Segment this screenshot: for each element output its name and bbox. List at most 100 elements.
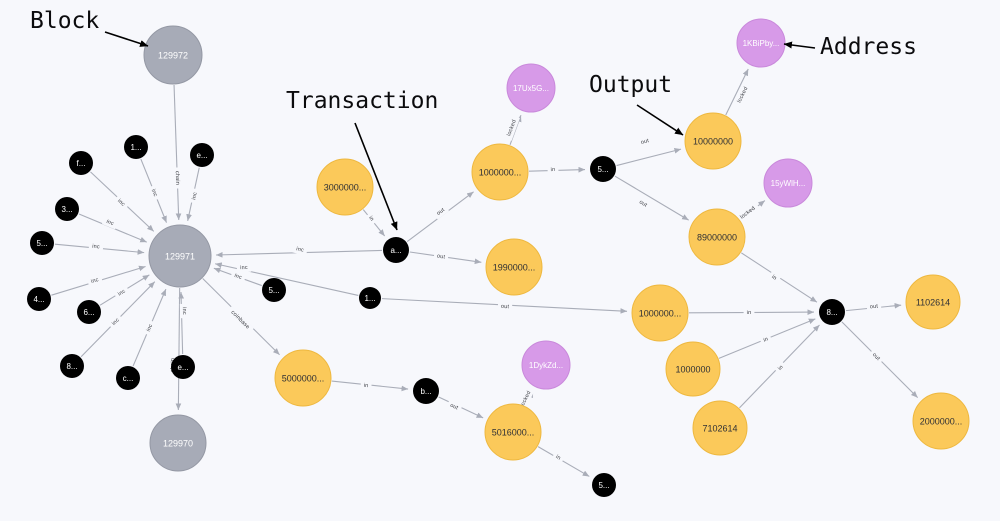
- node-circle[interactable]: [413, 378, 439, 404]
- edge-label: inc: [296, 246, 305, 254]
- graph-node-output[interactable]: 3000000...: [316, 158, 374, 216]
- node-circle[interactable]: [819, 299, 845, 325]
- node-circle[interactable]: [684, 112, 742, 170]
- node-circle[interactable]: [274, 349, 332, 407]
- node-circle[interactable]: [69, 151, 93, 175]
- node-circle[interactable]: [912, 392, 970, 450]
- graph-node-block[interactable]: 129971: [148, 224, 212, 288]
- edge-label: inc: [181, 307, 187, 315]
- edge-label: inc: [150, 188, 158, 197]
- node-circle[interactable]: [688, 208, 746, 266]
- graph-node-transaction[interactable]: 5...: [592, 473, 616, 497]
- node-circle[interactable]: [124, 135, 148, 159]
- node-circle[interactable]: [116, 366, 140, 390]
- graph-node-output[interactable]: 1000000...: [631, 284, 689, 342]
- graph-node-transaction[interactable]: 1...: [124, 135, 148, 159]
- annotation-label-output: Output: [589, 72, 673, 98]
- node-circle[interactable]: [521, 340, 571, 390]
- edge-label-backdrop: [497, 302, 513, 312]
- graph-node-output[interactable]: 5000000...: [274, 349, 332, 407]
- graph-node-output[interactable]: 1000000...: [471, 143, 529, 201]
- node-label: 2000000...: [920, 417, 963, 427]
- graph-node-output[interactable]: 5016000...: [484, 403, 542, 461]
- edge-label-backdrop: [734, 82, 752, 108]
- graph-node-transaction[interactable]: 8...: [60, 354, 84, 378]
- node-circle[interactable]: [631, 284, 689, 342]
- graph-node-transaction[interactable]: c...: [116, 366, 140, 390]
- node-circle[interactable]: [485, 238, 543, 296]
- graph-node-transaction[interactable]: e...: [171, 355, 195, 379]
- node-label: 3000000...: [324, 183, 367, 193]
- node-circle[interactable]: [592, 473, 616, 497]
- graph-node-transaction[interactable]: b...: [413, 378, 439, 404]
- node-circle[interactable]: [590, 156, 616, 182]
- annotation-arrows-layer: [104, 31, 816, 231]
- edge-label: in: [551, 167, 556, 173]
- graph-node-output[interactable]: 7102614: [692, 400, 748, 456]
- edge-label-backdrop: [236, 263, 252, 273]
- edge-label-backdrop: [868, 349, 884, 365]
- node-circle[interactable]: [60, 354, 84, 378]
- edge-label-backdrop: [364, 212, 378, 226]
- node-label: 5...: [597, 165, 608, 174]
- node-circle[interactable]: [383, 237, 409, 263]
- graph-node-transaction[interactable]: e...: [190, 143, 214, 167]
- edge-label-backdrop: [433, 252, 449, 262]
- node-circle[interactable]: [190, 143, 214, 167]
- graph-node-output[interactable]: 89000000: [688, 208, 746, 266]
- node-circle[interactable]: [692, 400, 748, 456]
- node-label: 8...: [66, 362, 77, 371]
- node-circle[interactable]: [316, 158, 374, 216]
- graph-node-transaction[interactable]: 3...: [55, 197, 79, 221]
- node-circle[interactable]: [506, 63, 556, 113]
- node-circle[interactable]: [665, 341, 721, 397]
- node-label: 5...: [268, 286, 279, 295]
- edge-label-backdrop: [143, 319, 157, 337]
- graph-node-transaction[interactable]: a...: [383, 237, 409, 263]
- node-circle[interactable]: [149, 414, 207, 472]
- node-circle[interactable]: [763, 158, 813, 208]
- graph-node-transaction[interactable]: 5...: [590, 156, 616, 182]
- node-circle[interactable]: [262, 278, 286, 302]
- edge-label-backdrop: [147, 184, 161, 202]
- edge-label: out: [436, 253, 445, 260]
- node-circle[interactable]: [143, 25, 203, 85]
- graph-node-transaction[interactable]: 5...: [30, 231, 54, 255]
- graph-node-address[interactable]: 1KBiPby...: [736, 18, 786, 68]
- node-circle[interactable]: [148, 224, 212, 288]
- graph-node-block[interactable]: 129970: [149, 414, 207, 472]
- graph-node-transaction[interactable]: 4...: [27, 287, 51, 311]
- edge-label-backdrop: [88, 242, 104, 252]
- graph-node-address[interactable]: 17Ux5G...: [506, 63, 556, 113]
- node-circle[interactable]: [77, 300, 101, 324]
- edge-label: in: [363, 383, 368, 389]
- node-circle[interactable]: [171, 355, 195, 379]
- node-circle[interactable]: [471, 143, 529, 201]
- edge-label-backdrop: [774, 361, 788, 375]
- node-circle[interactable]: [359, 287, 381, 309]
- graph-node-transaction[interactable]: f...: [69, 151, 93, 175]
- graph-node-output[interactable]: 2000000...: [912, 392, 970, 450]
- graph-node-output[interactable]: 1990000...: [485, 238, 543, 296]
- graph-node-output[interactable]: 1102614: [905, 274, 961, 330]
- node-circle[interactable]: [484, 403, 542, 461]
- node-label: b...: [420, 387, 431, 396]
- node-circle[interactable]: [55, 197, 79, 221]
- nodes-layer[interactable]: 129972 129971 129970 f... 1... e... 3... 5... 4.…: [27, 18, 970, 497]
- graph-node-address[interactable]: 1DykZd...: [521, 340, 571, 390]
- graph-node-transaction[interactable]: 6...: [77, 300, 101, 324]
- node-circle[interactable]: [30, 231, 54, 255]
- graph-node-address[interactable]: 15yWlH...: [763, 158, 813, 208]
- node-circle[interactable]: [905, 274, 961, 330]
- node-label: 3...: [61, 205, 72, 214]
- graph-node-transaction[interactable]: 5...: [262, 278, 286, 302]
- graph-node-block[interactable]: 129972: [143, 25, 203, 85]
- graph-node-transaction[interactable]: 8...: [819, 299, 845, 325]
- edge-label: out: [638, 199, 648, 209]
- graph-node-output[interactable]: 10000000: [684, 112, 742, 170]
- node-circle[interactable]: [27, 287, 51, 311]
- graph-node-transaction[interactable]: 1...: [359, 287, 381, 309]
- graph-node-output[interactable]: 1000000: [665, 341, 721, 397]
